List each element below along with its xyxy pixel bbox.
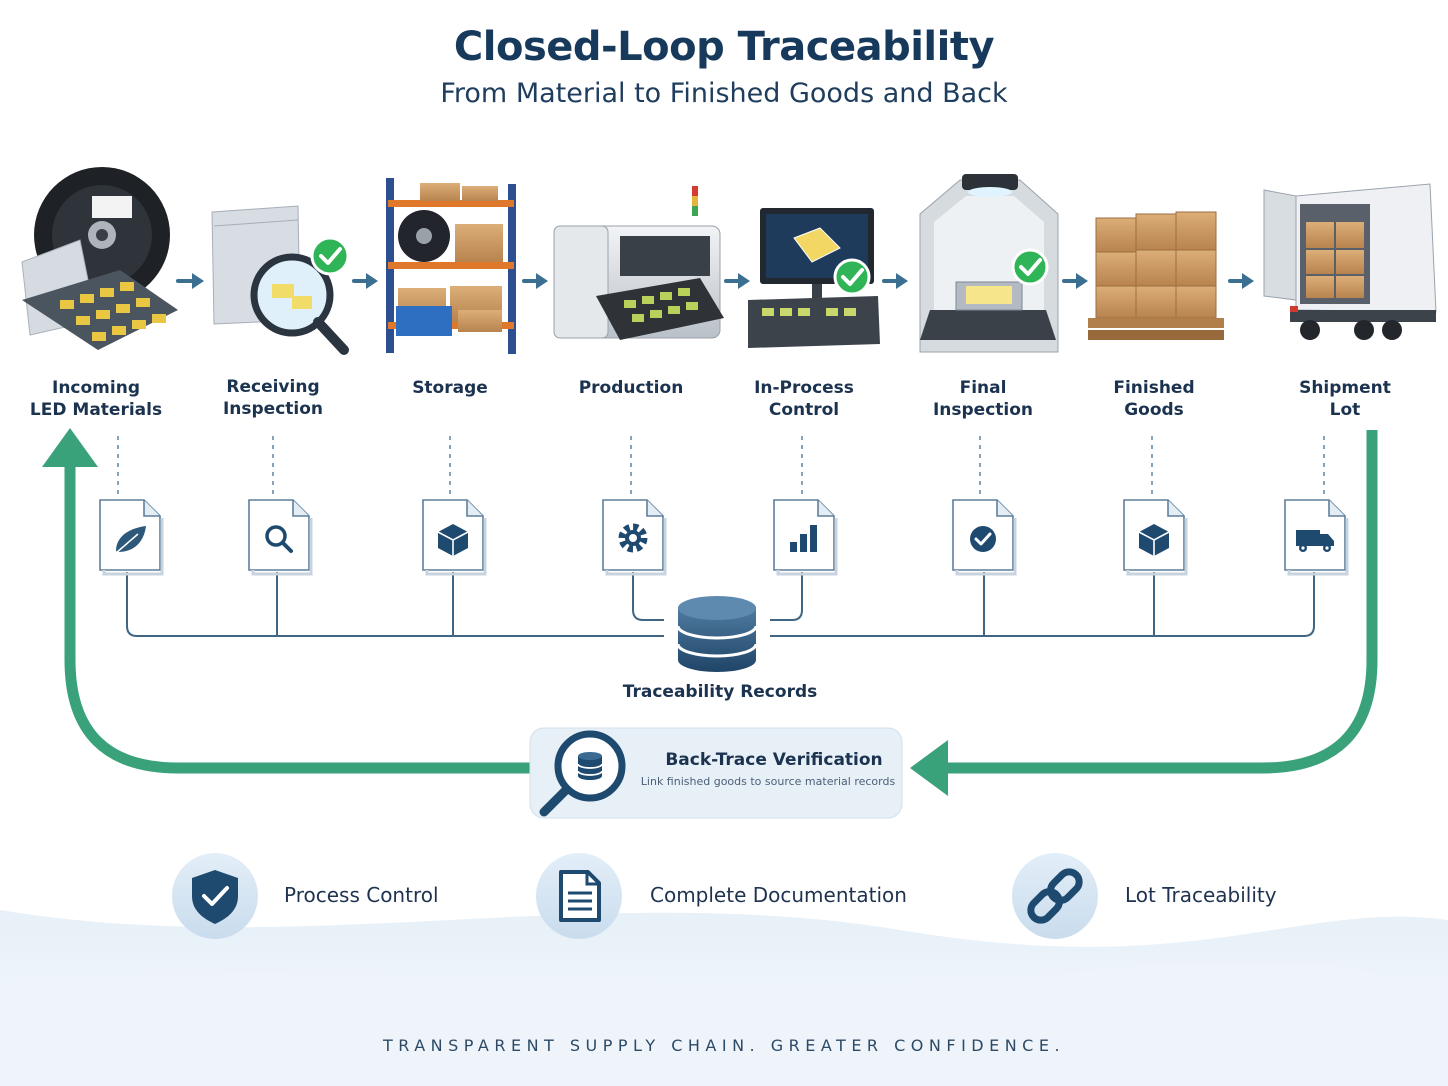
document-card [248,499,313,576]
cube-icon [1138,524,1170,556]
stage-label-storage: Storage [412,378,488,398]
tagline: TRANSPARENT SUPPLY CHAIN. GREATER CONFID… [382,1036,1066,1055]
check-badges [310,236,1049,296]
return-arrowhead-icon [42,428,98,467]
feature-process-control: Process Control [284,883,439,907]
feature-lot-traceability: Lot Traceability [1125,883,1277,907]
record-documents [99,499,1349,576]
document-card [952,499,1017,576]
document-card [1123,499,1188,576]
closed-loop-arrow [64,430,1378,774]
gear-icon [618,523,648,553]
led-reel-illustration [21,167,178,350]
final-inspection-check-icon [1011,248,1049,286]
feature-badges [172,853,1098,939]
bar-chart-icon [790,525,817,552]
arrow-right-icon [1228,273,1254,289]
traceability-records-label: Traceability Records [622,682,818,702]
document-card [602,499,667,576]
stage-label-production: Production [578,378,684,398]
back-trace-title: Back-Trace Verification [665,750,883,770]
shipment-truck-illustration [1263,183,1437,340]
dashed-connectors [117,436,1325,496]
page-subtitle: From Material to Finished Goods and Back [440,78,1008,109]
flow-arrows [176,273,1254,289]
arrow-right-icon [522,273,548,289]
production-machine-illustration [553,186,724,340]
back-trace-box [529,727,903,819]
background-waves [0,910,1448,1086]
magnifier-icon [265,525,293,553]
arrow-right-icon [1062,273,1088,289]
feature-complete-documentation: Complete Documentation [650,883,907,907]
finished-goods-boxes-illustration [1088,211,1224,340]
shield-check-icon [172,853,258,939]
chain-link-icon [1012,853,1098,939]
cube-icon [437,524,469,556]
receiving-check-icon [310,236,350,276]
arrow-right-icon [882,273,908,289]
record-bus-lines [126,572,1315,637]
arrow-right-icon [176,273,204,289]
truck-icon [1296,530,1334,552]
document-card [99,499,164,576]
database-icon [676,596,758,672]
page-title: Closed-Loop Traceability [453,24,995,70]
database-search-icon [539,730,626,817]
document-card [422,499,487,576]
check-circle-icon [970,526,996,552]
document-card [773,499,838,576]
document-icon [536,853,622,939]
final-inspection-booth-illustration [919,174,1059,353]
receiving-inspection-illustration [211,205,349,355]
back-trace-subtitle: Link finished goods to source material r… [640,775,896,788]
in-process-check-icon [833,258,871,296]
storage-shelf-illustration [386,178,516,354]
arrow-right-icon [724,273,750,289]
leaf-icon [115,526,146,554]
arrow-right-icon [352,273,378,289]
document-card [1284,499,1349,576]
back-trace-arrowhead-icon [910,740,948,796]
